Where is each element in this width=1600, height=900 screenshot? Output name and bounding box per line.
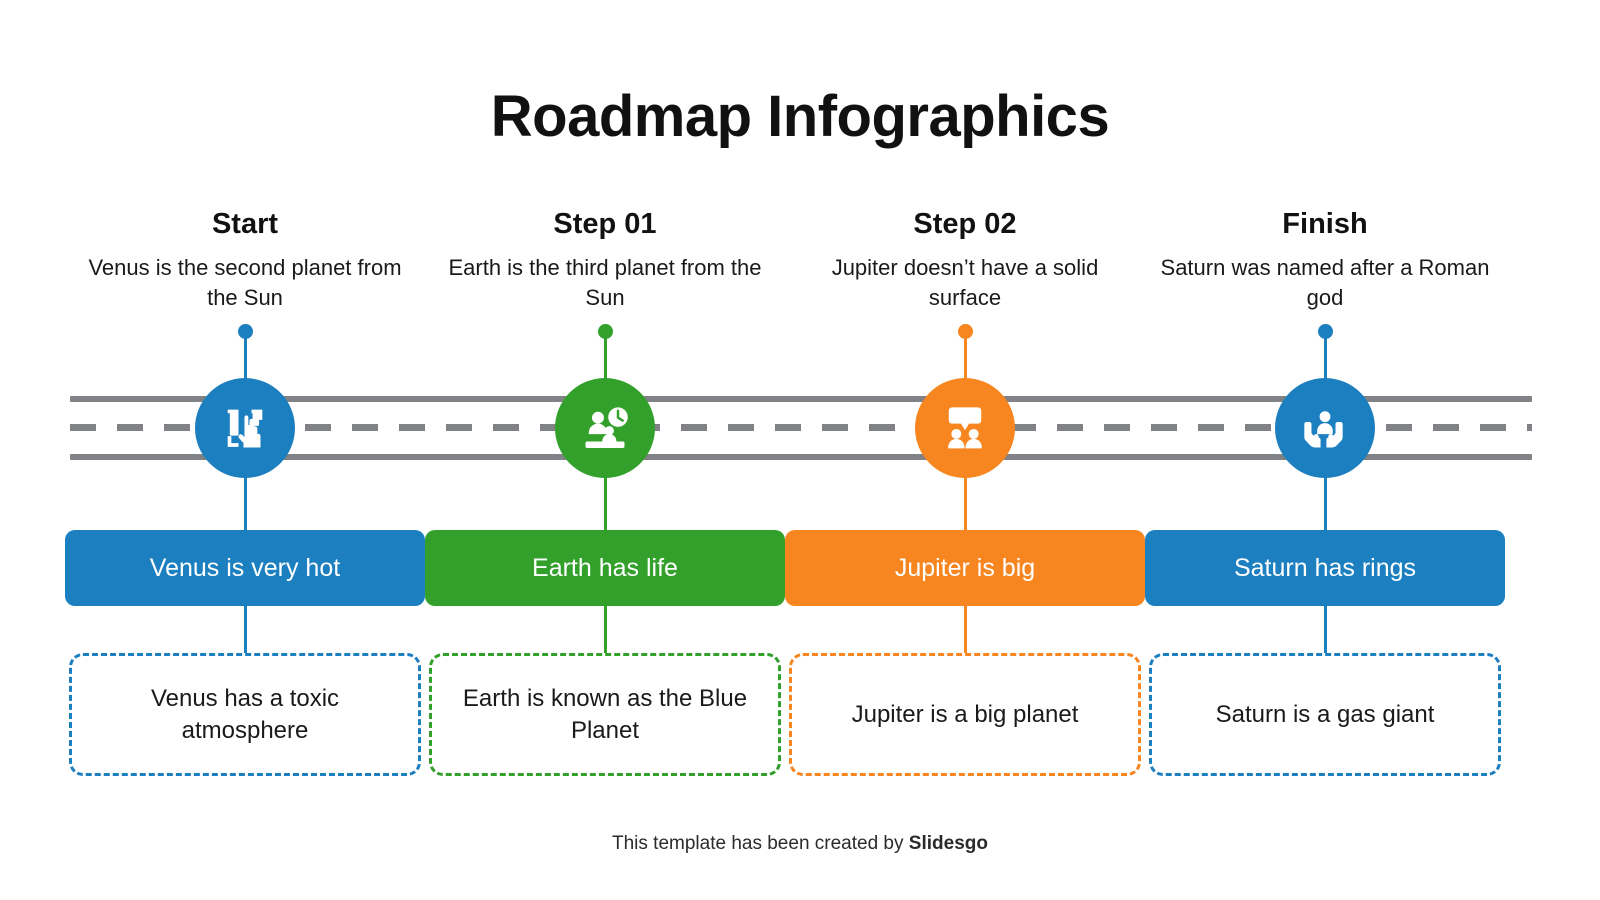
step-pill-label: Jupiter is big — [894, 553, 1036, 582]
step-pill-label: Earth has life — [532, 553, 678, 582]
hand-touch-icon — [219, 402, 271, 454]
step-title: Finish — [1282, 208, 1368, 240]
step-pill-label: Venus is very hot — [149, 553, 341, 582]
step-detail-card: Earth is known as the Blue Planet — [429, 653, 781, 776]
step-description: Saturn was named after a Roman god — [1160, 255, 1490, 311]
road-line-bottom — [70, 454, 1532, 460]
people-speech-bubble-icon — [939, 402, 991, 454]
marker-stem-top — [598, 324, 613, 388]
road-center-dashes — [70, 424, 1532, 431]
step-marker-circle[interactable] — [555, 378, 655, 478]
marker-dot — [958, 324, 973, 339]
marker-stem-top — [238, 324, 253, 388]
hands-holding-person-icon — [1299, 402, 1351, 454]
step-description: Venus is the second planet from the Sun — [88, 255, 402, 311]
step-detail-card: Saturn is a gas giant — [1149, 653, 1501, 776]
marker-stem-middle — [964, 470, 967, 532]
marker-stem-middle — [244, 470, 247, 532]
step-pill[interactable]: Earth has life — [425, 530, 785, 606]
marker-stem-bottom — [604, 604, 607, 656]
footer-prefix: This template has been created by — [612, 833, 909, 854]
step-pill-label: Saturn has rings — [1233, 553, 1417, 582]
marker-dot — [238, 324, 253, 339]
page-title: Roadmap Infographics — [490, 84, 1110, 149]
marker-stem-bottom — [964, 604, 967, 656]
step-column-start: Start Venus is the second planet from th… — [65, 0, 425, 900]
step-detail-text: Saturn is a gas giant — [1215, 700, 1435, 728]
step-detail-card: Jupiter is a big planet — [789, 653, 1141, 776]
step-column-step-02: Step 02 Jupiter doesn’t have a solid sur… — [785, 0, 1145, 900]
step-title: Step 02 — [913, 208, 1017, 240]
step-detail-card: Venus has a toxic atmosphere — [69, 653, 421, 776]
marker-stem-bottom — [244, 604, 247, 656]
marker-dot — [1318, 324, 1333, 339]
step-description: Earth is the third planet from the Sun — [448, 255, 762, 311]
marker-dot — [598, 324, 613, 339]
footer-credit: This template has been created by Slides… — [0, 833, 1600, 855]
step-detail-text: Venus has a toxic atmosphere — [150, 684, 340, 744]
step-column-step-01: Step 01 Earth is the third planet from t… — [425, 0, 785, 900]
footer-brand: Slidesgo — [908, 833, 988, 854]
step-marker-circle[interactable] — [195, 378, 295, 478]
step-pill[interactable]: Saturn has rings — [1145, 530, 1505, 606]
marker-stem-middle — [604, 470, 607, 532]
step-marker-circle[interactable] — [1275, 378, 1375, 478]
marker-stem-top — [958, 324, 973, 388]
person-desk-clock-icon — [579, 402, 631, 454]
step-detail-text: Earth is known as the Blue Planet — [462, 684, 748, 744]
marker-stem-bottom — [1324, 604, 1327, 656]
marker-stem-top — [1318, 324, 1333, 388]
marker-stem-middle — [1324, 470, 1327, 532]
step-pill[interactable]: Venus is very hot — [65, 530, 425, 606]
step-pill[interactable]: Jupiter is big — [785, 530, 1145, 606]
step-title: Step 01 — [553, 208, 657, 240]
road-timeline — [70, 396, 1532, 460]
step-detail-text: Jupiter is a big planet — [851, 700, 1079, 728]
step-description: Jupiter doesn’t have a solid surface — [831, 255, 1099, 311]
road-line-top — [70, 396, 1532, 402]
step-title: Start — [211, 208, 279, 240]
step-marker-circle[interactable] — [915, 378, 1015, 478]
step-column-finish: Finish Saturn was named after a Roman go… — [1145, 0, 1505, 900]
